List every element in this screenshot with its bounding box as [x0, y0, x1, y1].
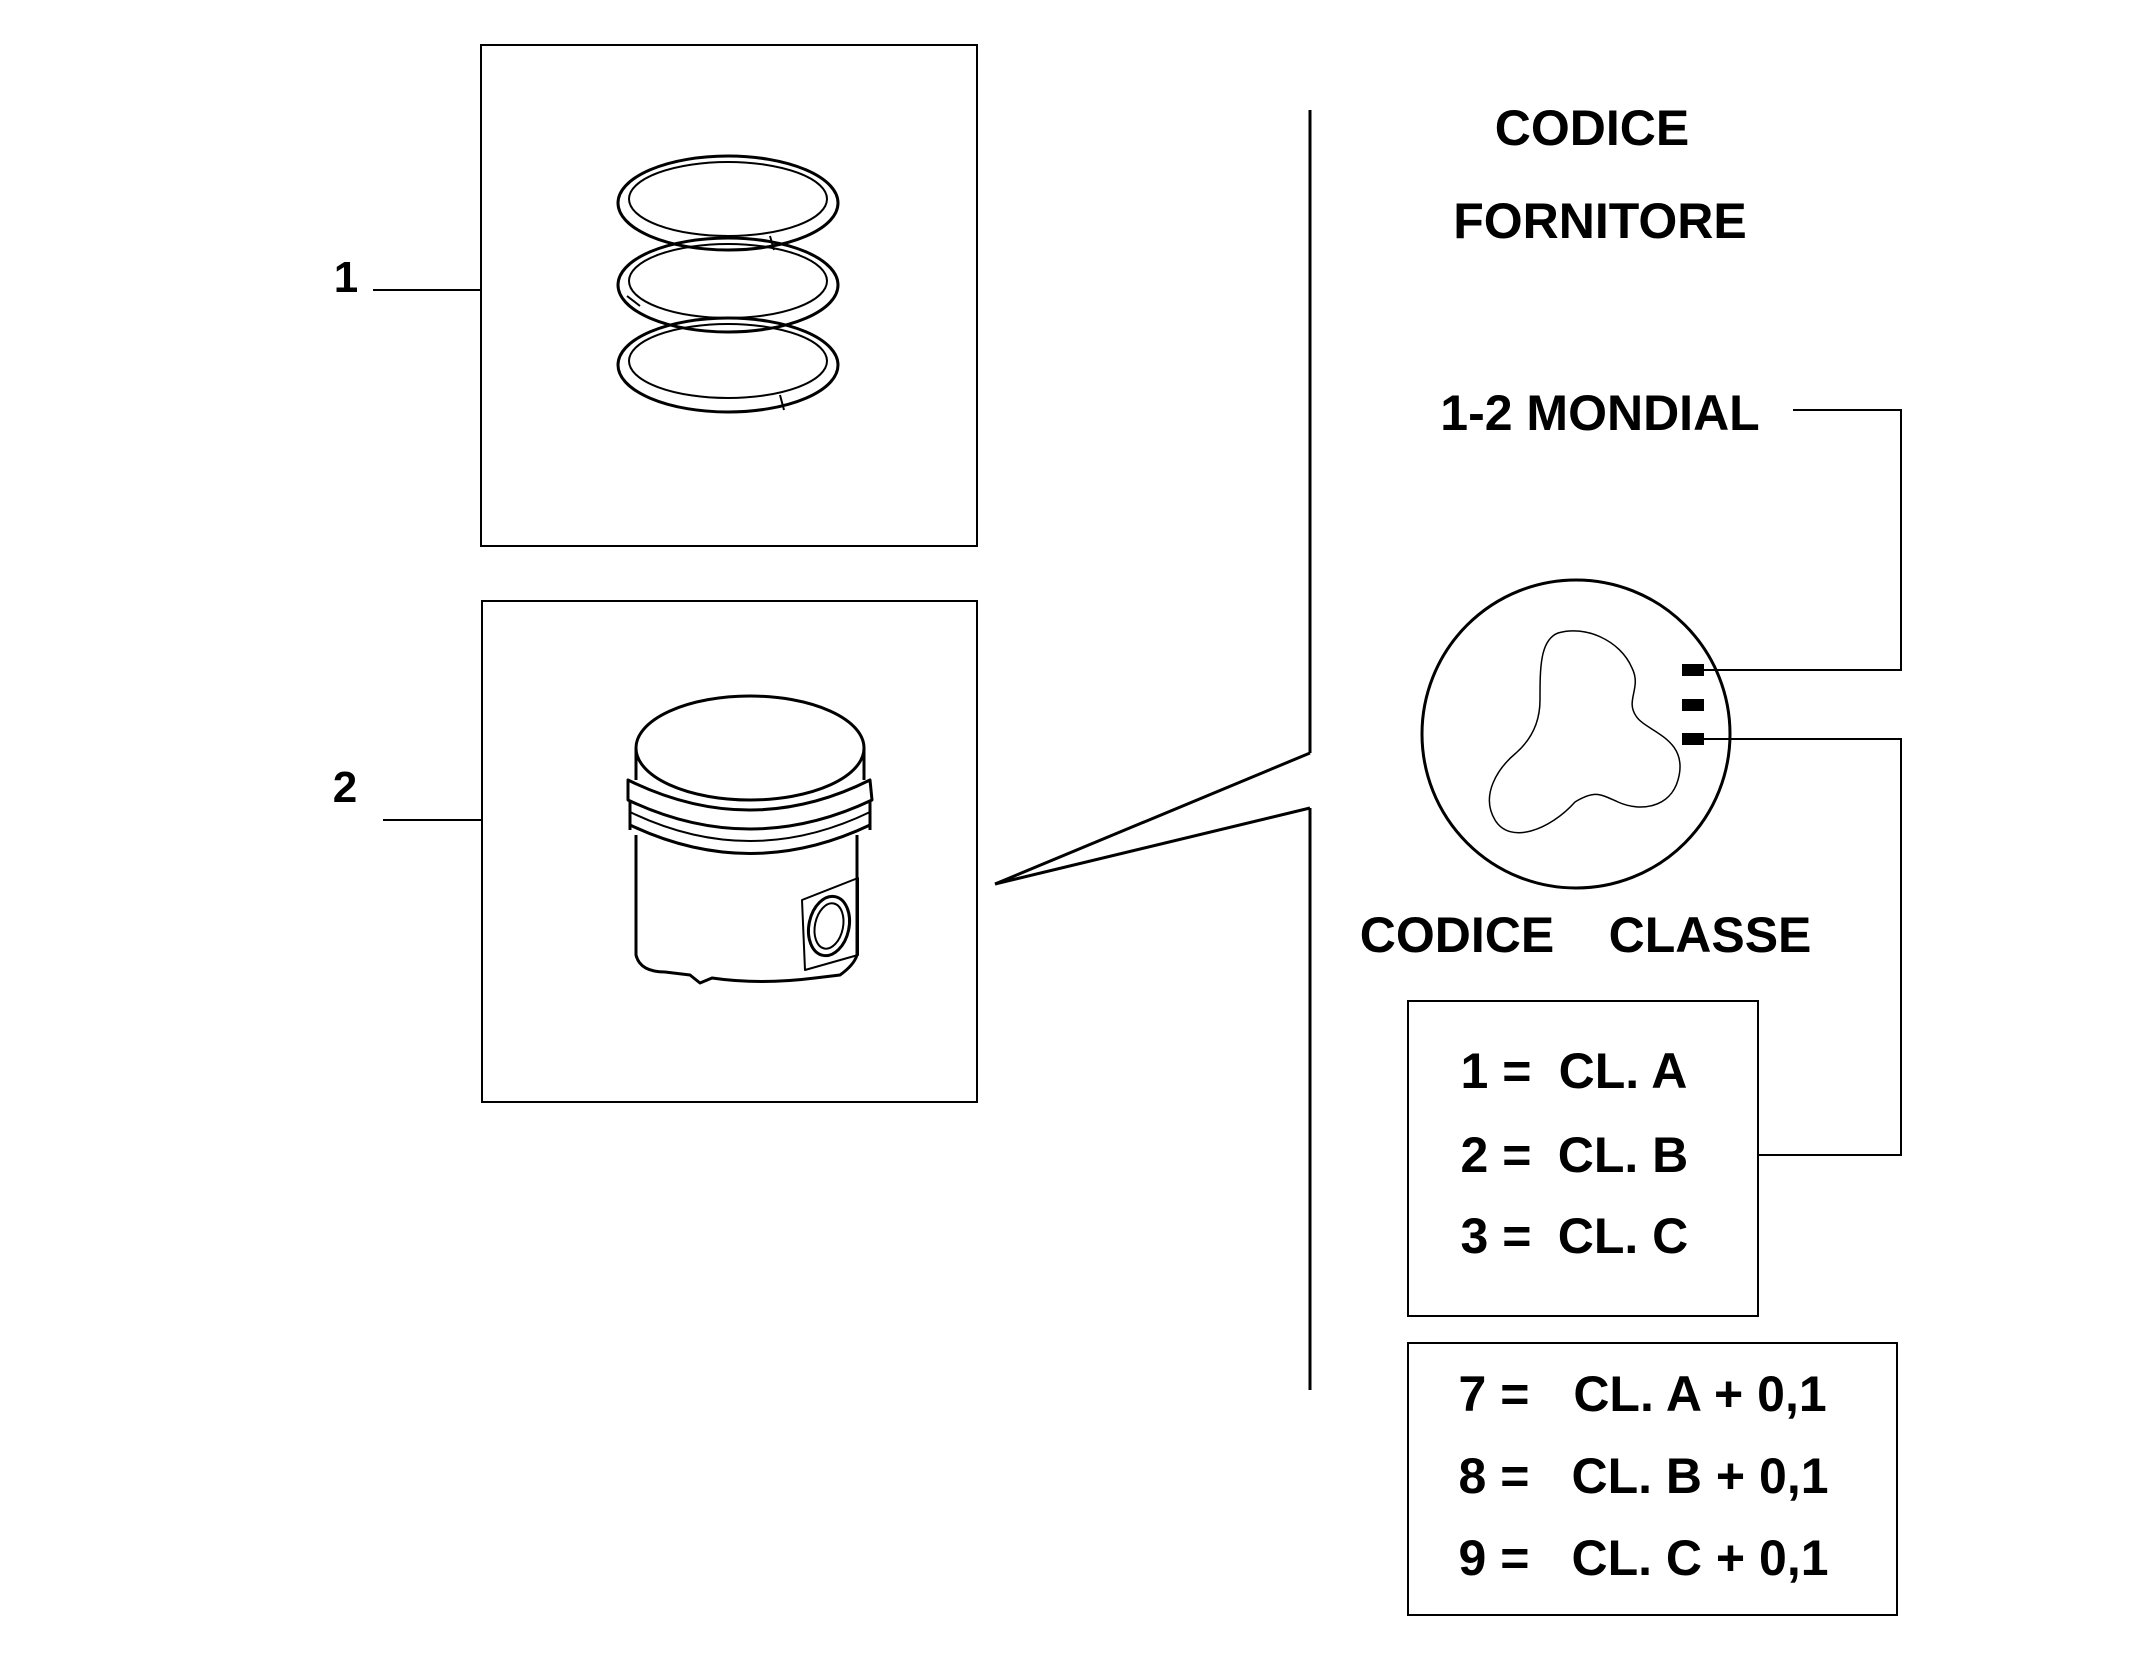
combustion-bowl-outline	[1488, 630, 1681, 834]
standard-class-table: 1 = CL. A 2 = CL. B 3 = CL. C	[1407, 1000, 1759, 1317]
class-code: 9 =	[1459, 1530, 1530, 1586]
class-code: 7 =	[1459, 1366, 1530, 1422]
piston-rings-drawing	[616, 154, 840, 414]
detail-divider	[994, 110, 1312, 1390]
piston-drawing	[626, 694, 874, 985]
class-code-section: CODICE CLASSE 1 = CL. A 2 = CL. B 3 = CL…	[1360, 907, 1898, 1616]
callout-1: 1	[334, 253, 481, 302]
supplier-leader-line	[1702, 409, 1902, 671]
class-code: 1 =	[1461, 1043, 1532, 1099]
class-code: 3 =	[1461, 1208, 1532, 1264]
supplier-title-line2: FORNITORE	[1453, 193, 1747, 249]
class-code: 2 =	[1461, 1127, 1532, 1183]
supplier-code-section: CODICE FORNITORE 1-2 MONDIAL	[1440, 100, 1759, 441]
callout-2: 2	[333, 763, 482, 821]
class-value: CL. C	[1558, 1208, 1689, 1264]
mark-class	[1682, 733, 1704, 745]
piston-panel	[481, 600, 978, 1103]
oversize-class-table: 7 = CL. A + 0,1 8 = CL. B + 0,1 9 = CL. …	[1407, 1342, 1898, 1616]
mark-supplier	[1682, 664, 1704, 676]
mark-middle	[1682, 699, 1704, 711]
class-title-word1: CODICE	[1360, 907, 1554, 963]
piston-rings-panel	[480, 44, 978, 547]
class-value: CL. B + 0,1	[1571, 1448, 1828, 1504]
class-value: CL. B	[1558, 1127, 1689, 1183]
class-title-word2: CLASSE	[1609, 907, 1812, 963]
class-value: CL. A + 0,1	[1573, 1366, 1826, 1422]
class-value: CL. A	[1559, 1043, 1688, 1099]
callout-2-number: 2	[333, 763, 357, 812]
piston-crown-marking-view	[1420, 578, 1732, 890]
class-leader-line	[1702, 738, 1902, 1156]
class-value: CL. C + 0,1	[1571, 1530, 1828, 1586]
callout-1-number: 1	[334, 253, 358, 302]
supplier-value: 1-2 MONDIAL	[1440, 385, 1759, 441]
class-code: 8 =	[1459, 1448, 1530, 1504]
supplier-title-line1: CODICE	[1495, 100, 1689, 156]
